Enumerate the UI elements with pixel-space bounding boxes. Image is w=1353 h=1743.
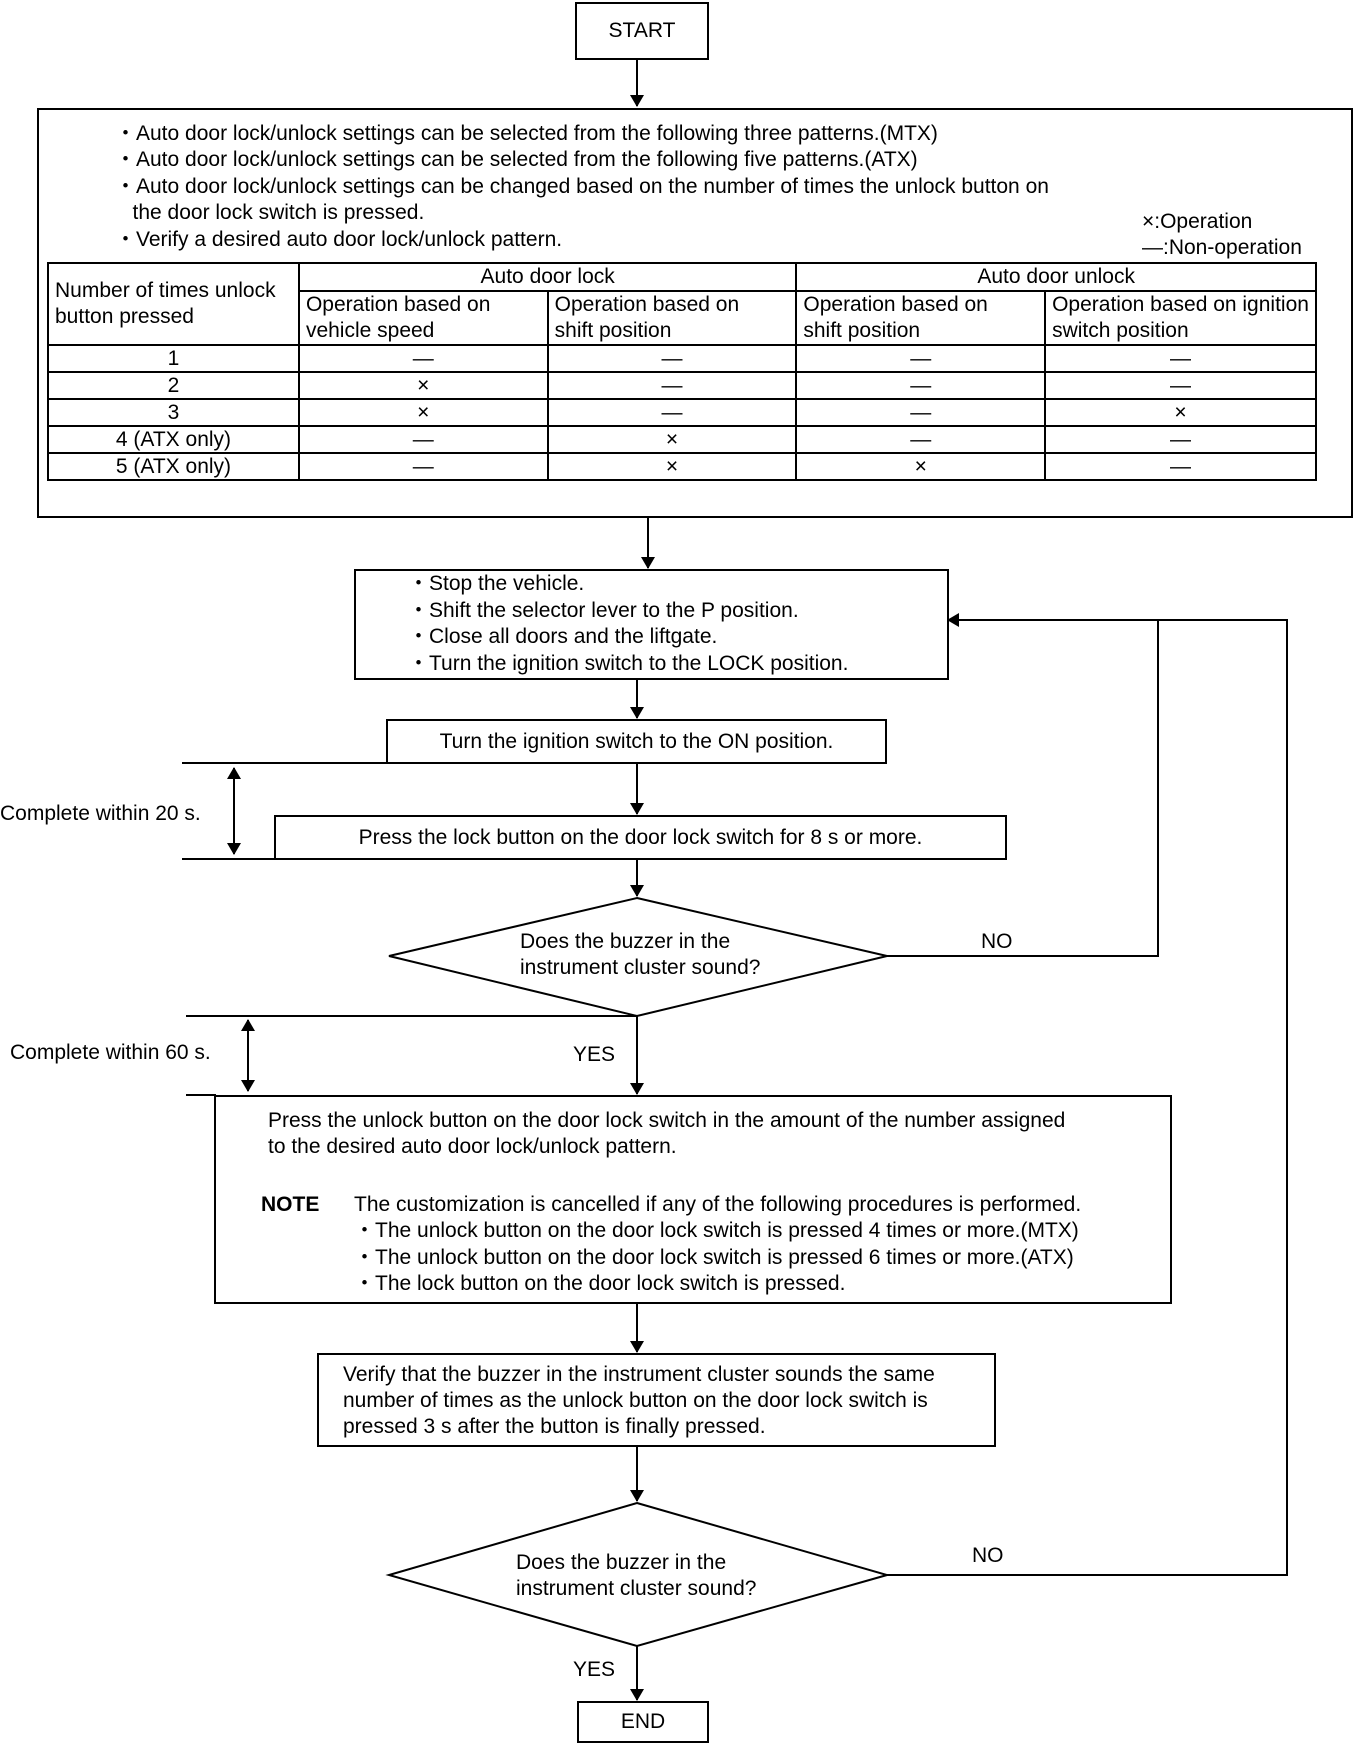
- end-label: END: [620, 1710, 666, 1733]
- row-label: 3: [47, 398, 300, 427]
- table-row: 2 × — — —: [47, 371, 1317, 400]
- prep-bullet-1: ・Stop the vehicle.: [408, 572, 585, 595]
- timing-60s-label: Complete within 60 s.: [10, 1041, 211, 1064]
- step-ignition-on: Turn the ignition switch to the ON posit…: [386, 719, 887, 764]
- header-press-count: Number of times unlock button pressed: [47, 262, 300, 346]
- press-unlock-text: Press the unlock button on the door lock…: [268, 1109, 1066, 1158]
- note-bullet-3: ・The lock button on the door lock switch…: [354, 1272, 846, 1295]
- prep-bullet-3: ・Close all doors and the liftgate.: [408, 625, 718, 648]
- info-bullet-3: ・Auto door lock/unlock settings can be c…: [115, 175, 1049, 198]
- prep-bullet-2: ・Shift the selector lever to the P posit…: [408, 599, 799, 622]
- decision2-text: Does the buzzer in the instrument cluste…: [516, 1551, 757, 1600]
- table-cell: —: [1044, 344, 1317, 373]
- row-label: 1: [47, 344, 300, 373]
- table-cell: ×: [795, 452, 1047, 481]
- prep-bullet-4: ・Turn the ignition switch to the LOCK po…: [408, 652, 849, 675]
- note-label: NOTE: [261, 1193, 320, 1216]
- legend-operation: ×:Operation: [1142, 210, 1253, 233]
- end-terminal: END: [577, 1701, 709, 1743]
- start-label: START: [608, 19, 676, 42]
- info-bullet-1: ・Auto door lock/unlock settings can be s…: [115, 122, 938, 145]
- press-lock-text: Press the lock button on the door lock s…: [358, 825, 923, 849]
- timing-20s-label: Complete within 20 s.: [0, 802, 201, 825]
- pattern-table: Number of times unlock button pressed Au…: [47, 262, 1317, 481]
- info-panel: ・Auto door lock/unlock settings can be s…: [37, 108, 1353, 518]
- table-cell: —: [795, 344, 1047, 373]
- table-cell: ×: [546, 425, 798, 454]
- note-text: The customization is cancelled if any of…: [354, 1193, 1082, 1216]
- ignition-on-text: Turn the ignition switch to the ON posit…: [439, 729, 834, 753]
- table-cell: ×: [297, 398, 549, 427]
- table-cell: ×: [297, 371, 549, 400]
- info-bullet-4: the door lock switch is pressed.: [115, 201, 425, 224]
- step-verify-buzzer: Verify that the buzzer in the instrument…: [317, 1353, 996, 1447]
- start-terminal: START: [575, 2, 709, 60]
- table-cell: —: [546, 398, 798, 427]
- verify-text: Verify that the buzzer in the instrument…: [343, 1363, 935, 1438]
- legend-non-operation: —:Non-operation: [1142, 236, 1302, 259]
- table-row: 3 × — — ×: [47, 398, 1317, 427]
- table-cell: —: [546, 344, 798, 373]
- decision1-text: Does the buzzer in the instrument cluste…: [520, 930, 761, 979]
- table-cell: —: [1044, 371, 1317, 400]
- table-cell: ×: [546, 452, 798, 481]
- table-row: 1 — — — —: [47, 344, 1317, 373]
- header-lock-shift-position: Operation based on shift position: [546, 290, 798, 346]
- header-vehicle-speed: Operation based on vehicle speed: [297, 290, 549, 346]
- decision2-no-label: NO: [972, 1544, 1004, 1567]
- table-group-header-row: Number of times unlock button pressed Au…: [47, 262, 1317, 346]
- step-press-lock: Press the lock button on the door lock s…: [274, 815, 1007, 860]
- row-label: 4 (ATX only): [47, 425, 300, 454]
- row-label: 5 (ATX only): [47, 452, 300, 481]
- decision2-diamond: [385, 1501, 891, 1648]
- table-cell: —: [546, 371, 798, 400]
- loop-no1: [887, 620, 1159, 957]
- header-unlock-shift-position: Operation based on shift position: [795, 290, 1047, 346]
- table-cell: ×: [1044, 398, 1317, 427]
- table-cell: —: [297, 344, 549, 373]
- table-cell: —: [1044, 452, 1317, 481]
- info-bullet-2: ・Auto door lock/unlock settings can be s…: [115, 148, 918, 171]
- table-cell: —: [297, 452, 549, 481]
- header-auto-lock: Auto door lock: [297, 262, 798, 292]
- table-row: 4 (ATX only) — × — —: [47, 425, 1317, 454]
- decision1-no-label: NO: [981, 930, 1013, 953]
- table-column-header-row: Operation based on vehicle speed Operati…: [48, 290, 1317, 346]
- header-ignition-position: Operation based on ignition switch posit…: [1044, 290, 1317, 346]
- decision2-yes-label: YES: [573, 1658, 616, 1681]
- table-row: 5 (ATX only) — × × —: [47, 452, 1317, 481]
- info-bullet-5: ・Verify a desired auto door lock/unlock …: [115, 228, 563, 251]
- decision1-yes-label: YES: [573, 1043, 616, 1066]
- table-cell: —: [795, 425, 1047, 454]
- table-cell: —: [297, 425, 549, 454]
- table-cell: —: [795, 398, 1047, 427]
- table-cell: —: [795, 371, 1047, 400]
- step-press-unlock: Press the unlock button on the door lock…: [214, 1095, 1172, 1304]
- loop-no2: [887, 613, 1288, 1576]
- row-label: 2: [47, 371, 300, 400]
- table-cell: —: [1044, 425, 1317, 454]
- step-prepare-vehicle: ・Stop the vehicle. ・Shift the selector l…: [354, 569, 949, 680]
- note-bullet-2: ・The unlock button on the door lock swit…: [354, 1246, 1074, 1269]
- header-auto-unlock: Auto door unlock: [795, 262, 1317, 292]
- note-bullet-1: ・The unlock button on the door lock swit…: [354, 1219, 1079, 1242]
